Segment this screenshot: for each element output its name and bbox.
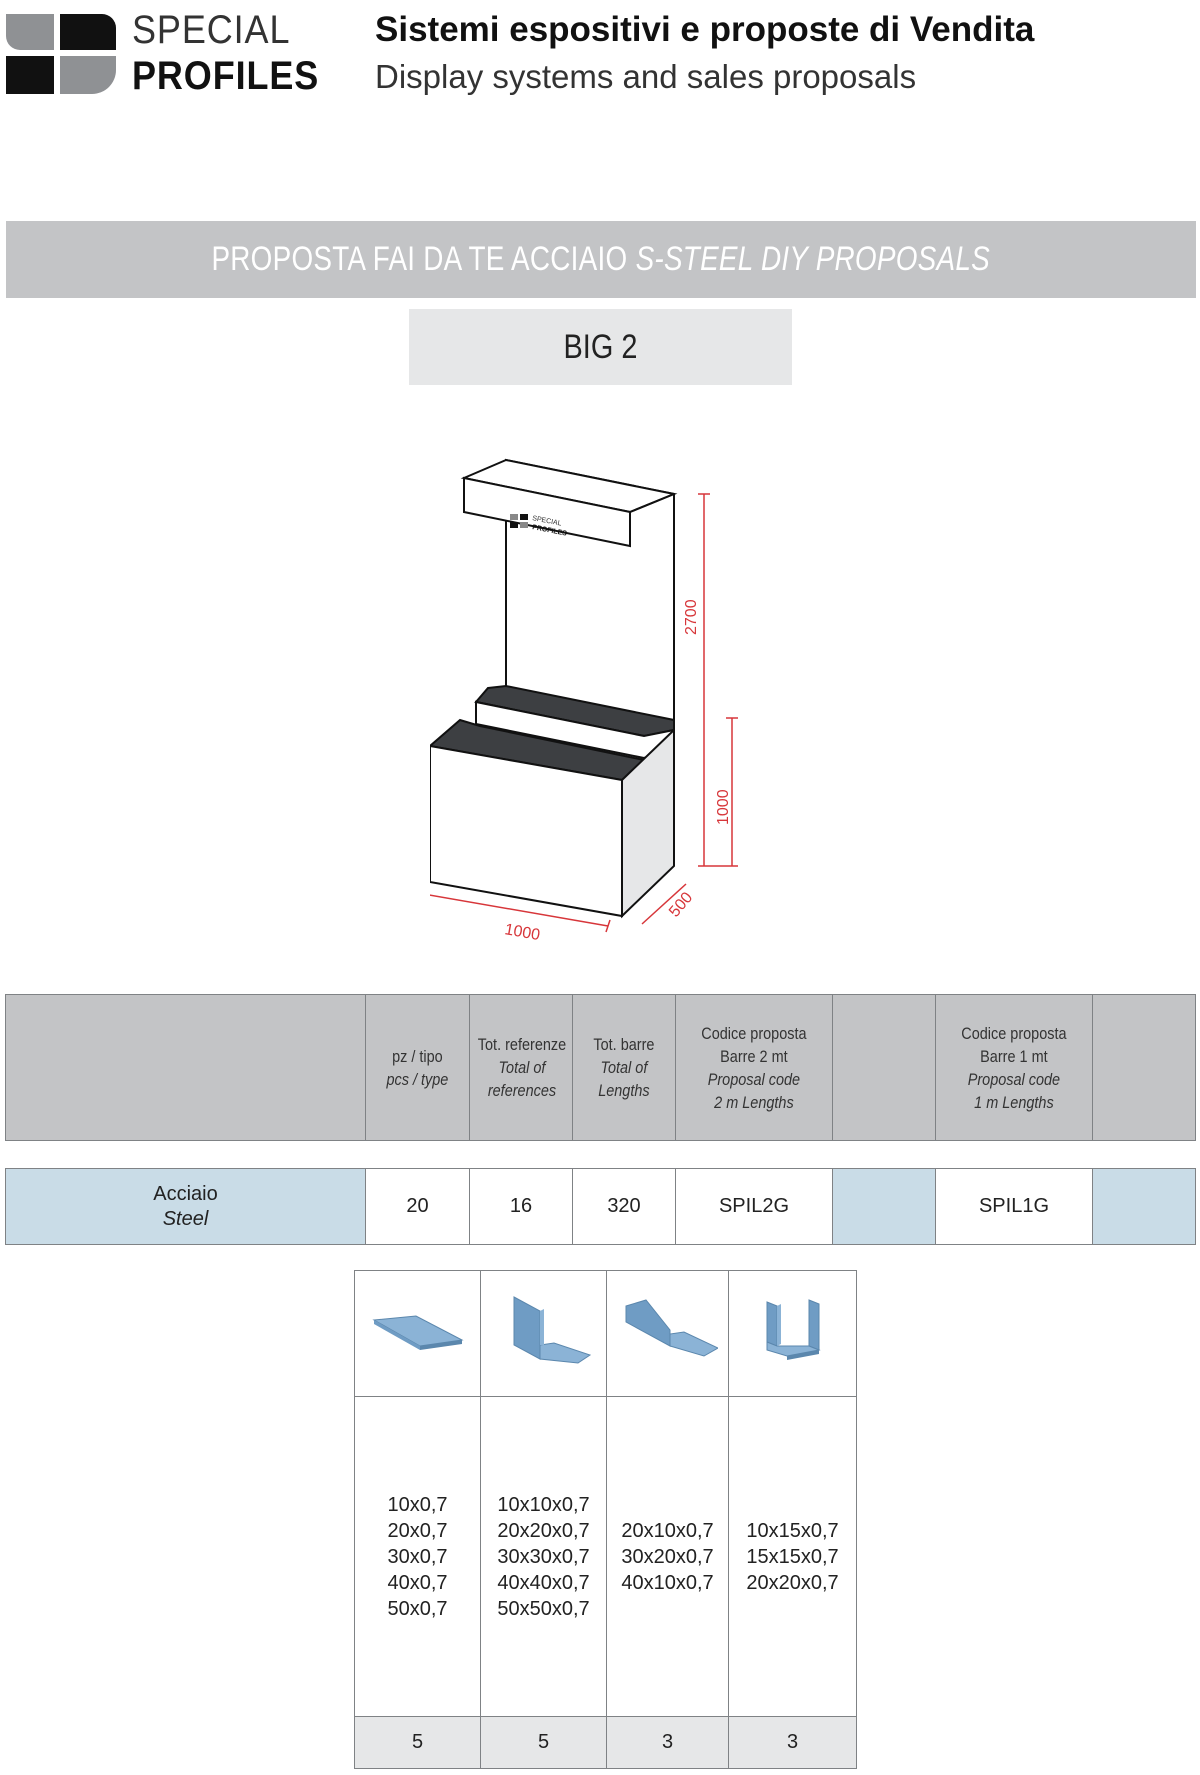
spec-data-table: Acciaio Steel 20 16 320 SPIL2G SPIL1G xyxy=(5,1168,1196,1245)
page-subtitle: Display systems and sales proposals xyxy=(375,58,917,95)
banner-text-en: S-STEEL DIY PROPOSALS xyxy=(635,240,991,278)
sign-panel xyxy=(463,476,631,548)
unequal-angle-icon xyxy=(625,1299,719,1357)
counter-side xyxy=(621,727,675,919)
dimension-counter: 1000 xyxy=(715,789,732,825)
display-stand-drawing: SPECIAL PROFILES 2700 1000 1000 500 xyxy=(430,458,738,944)
material-name-en: Steel xyxy=(162,1207,209,1230)
logo-wordmark: SPECIAL PROFILES xyxy=(132,10,340,96)
header-total-references: Tot. referenze Total of references xyxy=(469,994,573,1141)
empty-cell xyxy=(832,1168,936,1245)
header-pcs-type: pz / tipo pcs / type xyxy=(365,994,470,1141)
references-cell: 16 xyxy=(469,1168,573,1245)
lengths-cell: 320 xyxy=(572,1168,676,1245)
profile-icon-cell xyxy=(728,1270,857,1397)
profile-icon-cell xyxy=(354,1270,481,1397)
page-title: Sistemi espositivi e proposte di Vendita xyxy=(375,10,1035,49)
header-total-lengths: Tot. barre Total of Lengths xyxy=(572,994,676,1141)
logo-line-2: PROFILES xyxy=(132,54,320,98)
model-title: BIG 2 xyxy=(409,309,792,385)
logo-line-1: SPECIAL xyxy=(132,8,291,52)
dimension-depth: 500 xyxy=(666,889,696,920)
profile-count-cell: 3 xyxy=(606,1716,729,1769)
dimension-width: 1000 xyxy=(503,921,541,944)
profile-sizes-cell: 20x10x0,7 30x20x0,7 40x10x0,7 xyxy=(606,1396,729,1717)
table-row: Acciaio Steel 20 16 320 SPIL2G SPIL1G xyxy=(5,1168,1196,1245)
code-2m-cell: SPIL2G xyxy=(675,1168,833,1245)
profile-count-cell: 5 xyxy=(354,1716,481,1769)
spec-header-table: pz / tipo pcs / type Tot. referenze Tota… xyxy=(5,994,1196,1141)
profiles-table: 10x0,7 20x0,7 30x0,7 40x0,7 50x0,7 10x10… xyxy=(354,1270,857,1769)
equal-angle-icon xyxy=(513,1296,591,1364)
sign-logo-icon xyxy=(510,514,528,528)
logo-mark-icon xyxy=(6,14,116,94)
pcs-cell: 20 xyxy=(365,1168,470,1245)
header-empty xyxy=(5,994,366,1141)
banner-text: PROPOSTA FAI DA TE ACCIAIO xyxy=(211,240,628,278)
header-empty-2 xyxy=(832,994,936,1141)
profile-count-cell: 3 xyxy=(728,1716,857,1769)
model-name: BIG 2 xyxy=(563,327,638,366)
flat-bar-icon xyxy=(371,1315,464,1350)
profile-sizes-cell: 10x15x0,7 15x15x0,7 20x20x0,7 xyxy=(728,1396,857,1717)
material-name: Acciaio xyxy=(153,1182,218,1205)
dimension-height: 2700 xyxy=(683,599,700,635)
profile-count-cell: 5 xyxy=(480,1716,607,1769)
header-code-2m: Codice proposta Barre 2 mt Proposal code… xyxy=(675,994,833,1141)
code-1m-cell: SPIL1G xyxy=(935,1168,1093,1245)
profile-sizes-cell: 10x0,7 20x0,7 30x0,7 40x0,7 50x0,7 xyxy=(354,1396,481,1717)
profile-icon-cell xyxy=(480,1270,607,1397)
header-empty-3 xyxy=(1092,994,1196,1141)
profile-sizes-cell: 10x10x0,7 20x20x0,7 30x30x0,7 40x40x0,7 … xyxy=(480,1396,607,1717)
header-code-1m: Codice proposta Barre 1 mt Proposal code… xyxy=(935,994,1093,1141)
material-cell: Acciaio Steel xyxy=(5,1168,366,1245)
profile-icon-cell xyxy=(606,1270,729,1397)
u-channel-icon xyxy=(766,1299,821,1360)
empty-cell-2 xyxy=(1092,1168,1196,1245)
